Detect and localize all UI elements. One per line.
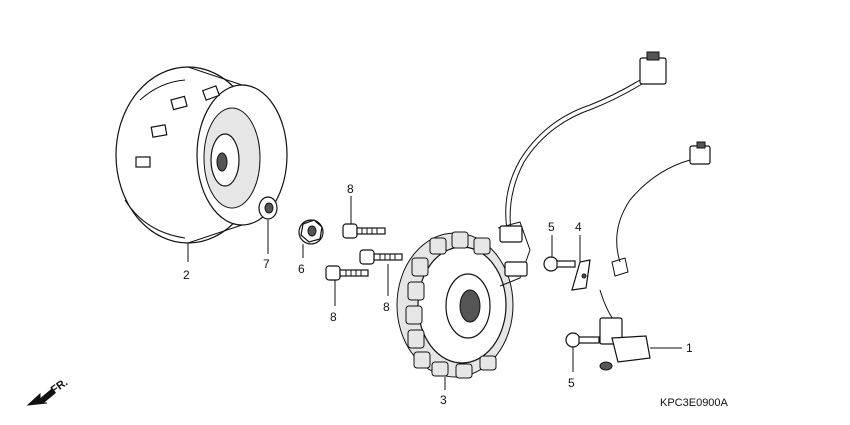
flange-nut — [298, 219, 324, 245]
forward-arrow-icon: FR. — [26, 376, 70, 406]
callout-flange-nut: 6 — [298, 262, 305, 276]
bolt-clamp — [543, 256, 576, 272]
stator — [396, 231, 514, 379]
callout-clamp-bracket: 4 — [575, 220, 582, 234]
washer — [258, 196, 278, 220]
callout-bolt-pulser: 5 — [568, 376, 575, 390]
bolt-lower — [325, 265, 369, 281]
callout-bolt-upper: 8 — [347, 182, 354, 196]
callout-washer: 7 — [263, 257, 270, 271]
callout-stator: 3 — [440, 393, 447, 407]
callout-flywheel: 2 — [183, 268, 190, 282]
flywheel — [115, 66, 288, 244]
bolt-middle — [359, 249, 403, 265]
wire-harness — [497, 51, 711, 287]
bolt-upper — [342, 223, 386, 239]
callout-bolt-lower: 8 — [330, 310, 337, 324]
pulser-generator — [599, 289, 651, 371]
callout-bolt-clamp: 5 — [548, 220, 555, 234]
bolt-pulser — [565, 332, 600, 348]
drawing-code: KPC3E0900A — [660, 397, 729, 409]
callout-pulser-generator: 1 — [686, 341, 693, 355]
clamp-bracket — [571, 259, 591, 291]
callout-bolt-middle: 8 — [383, 300, 390, 314]
